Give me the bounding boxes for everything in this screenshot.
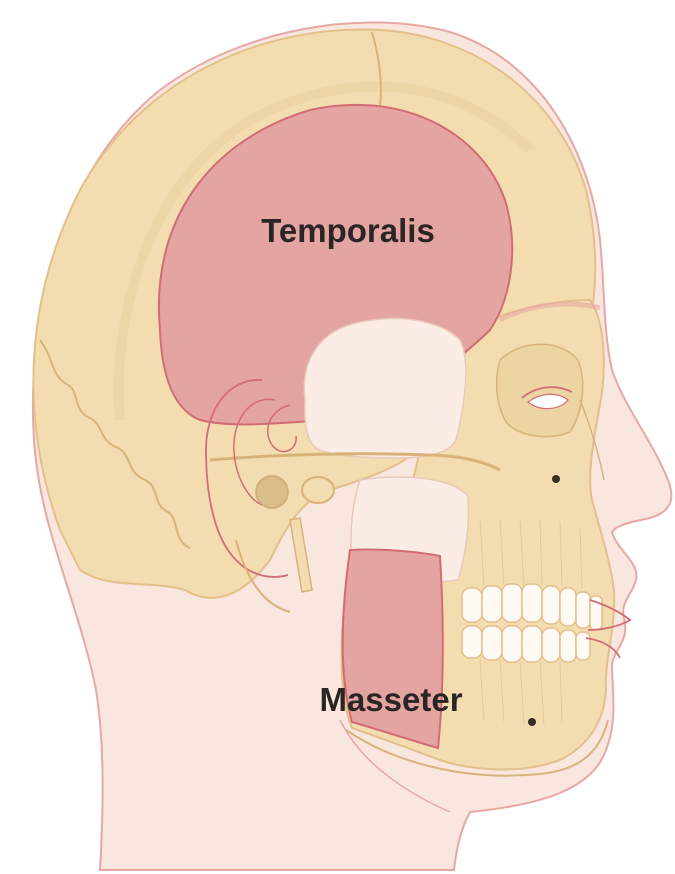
infraorbital-foramen [552,475,560,483]
temporalis-label: Temporalis [261,212,435,249]
mental-foramen [528,718,536,726]
ear-canal [256,476,288,508]
mandibular-condyle [302,477,334,503]
masseter-muscle [343,549,443,748]
masseter-label: Masseter [319,681,462,718]
temporal-fossa-cutout [304,319,466,458]
